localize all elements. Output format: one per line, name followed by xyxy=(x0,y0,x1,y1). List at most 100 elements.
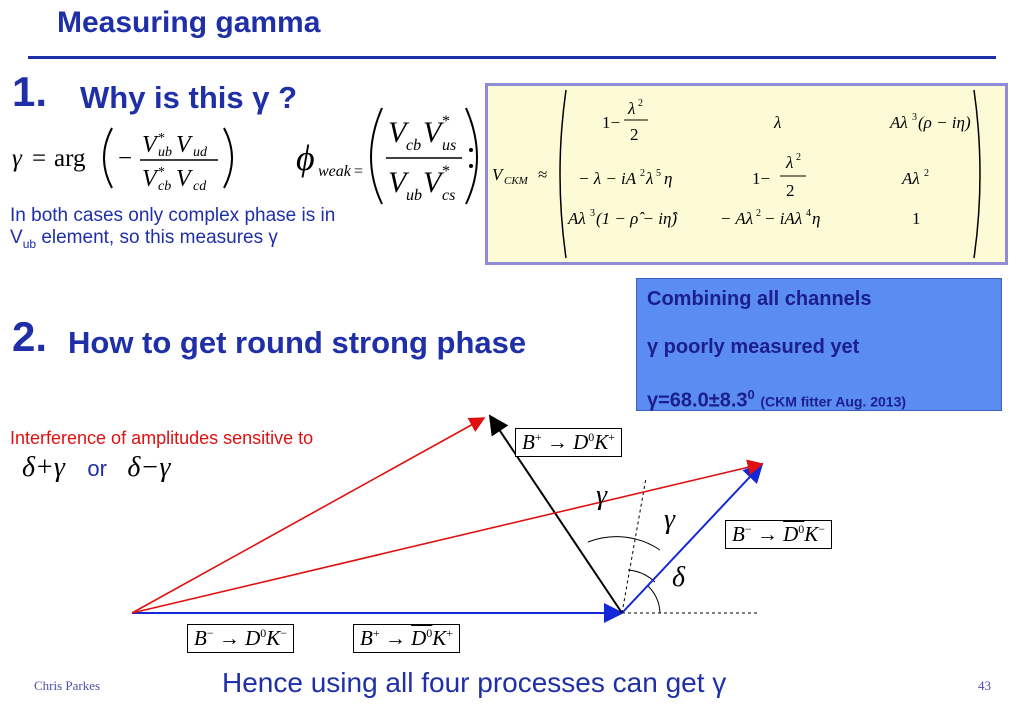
svg-text:CKM: CKM xyxy=(504,175,529,187)
section2-number: 2. xyxy=(12,313,48,360)
phi-symbol: ϕ xyxy=(296,138,315,178)
section1-note-line1: In both cases only complex phase is in xyxy=(10,205,336,226)
gamma-arg-formula: γ = arg − V * ub V ud V * cb V cd xyxy=(12,127,233,194)
svg-text:3: 3 xyxy=(590,208,595,219)
vector-red-upper xyxy=(131,417,486,614)
svg-text:=: = xyxy=(354,163,363,180)
interference-text: Interference of amplitudes sensitive to xyxy=(10,428,314,448)
svg-text:− λ − iA: − λ − iA xyxy=(578,169,637,188)
svg-text:4: 4 xyxy=(806,208,811,219)
svg-text:λ: λ xyxy=(785,153,793,172)
svg-text:cb: cb xyxy=(406,137,421,154)
svg-text:η: η xyxy=(664,169,672,188)
svg-text:2: 2 xyxy=(756,208,761,219)
svg-text:Aλ: Aλ xyxy=(889,113,908,132)
combine-line3: γ=68.0±8.30 (CKM fitter Aug. 2013) xyxy=(647,387,907,412)
svg-text:2: 2 xyxy=(638,98,643,109)
svg-text:V: V xyxy=(423,116,445,149)
svg-text:ud: ud xyxy=(193,145,208,160)
svg-text:Aλ: Aλ xyxy=(901,169,920,188)
interference-combinations: δ+γ or δ−γ xyxy=(22,452,170,484)
svg-text:5: 5 xyxy=(656,168,661,179)
process-bplus-d0bar-kplus: B+ → D0K+ xyxy=(353,624,461,653)
section1-heading: Why is this γ ? xyxy=(80,80,298,115)
svg-text:2: 2 xyxy=(796,152,801,163)
delta-minus-gamma: δ−γ xyxy=(127,452,171,483)
page-title: Measuring gamma xyxy=(57,6,321,39)
svg-text:cs: cs xyxy=(442,187,455,204)
combine-line2: γ poorly measured yet xyxy=(647,336,860,358)
gamma-arc-outer xyxy=(587,536,661,551)
or-label: or xyxy=(87,456,107,481)
svg-text:=: = xyxy=(32,145,46,172)
section1-number: 1. xyxy=(12,68,48,115)
combine-line1: Combining all channels xyxy=(647,288,872,310)
svg-text:us: us xyxy=(442,137,456,154)
svg-text:λ: λ xyxy=(645,169,653,188)
svg-text:2: 2 xyxy=(630,125,639,144)
svg-text:V: V xyxy=(388,116,410,149)
process-bminus-d0-kminus: B− → D0K− xyxy=(187,624,295,653)
section1-note-line2: Vub element, so this measures γ xyxy=(10,227,278,251)
svg-text:1: 1 xyxy=(912,209,921,228)
svg-text:λ: λ xyxy=(627,99,635,118)
delta-arc xyxy=(647,585,661,614)
svg-text:V: V xyxy=(388,166,410,199)
vector-b-plus-d0k xyxy=(488,414,623,614)
svg-text:V: V xyxy=(176,132,193,158)
svg-text:*: * xyxy=(158,165,165,180)
svg-text:3: 3 xyxy=(912,112,917,123)
svg-text:V: V xyxy=(423,166,445,199)
svg-text:− iAλ: − iAλ xyxy=(764,209,802,228)
title-divider xyxy=(28,56,996,59)
svg-text:λ: λ xyxy=(773,113,781,132)
svg-text:weak: weak xyxy=(318,163,352,180)
svg-text:1−: 1− xyxy=(602,113,620,132)
delta-plus-gamma: δ+γ xyxy=(22,452,65,483)
footer-summary: Hence using all four processes can get γ xyxy=(222,667,727,698)
footer-author: Chris Parkes xyxy=(34,678,101,693)
dashed-vertical xyxy=(621,477,647,614)
vector-b-minus-d0bar-k xyxy=(621,462,764,614)
right-paren xyxy=(223,127,233,189)
svg-text:2: 2 xyxy=(924,168,929,179)
svg-text:ub: ub xyxy=(158,145,172,160)
angle-delta: δ xyxy=(672,562,686,593)
svg-text:η: η xyxy=(812,209,820,228)
phi-weak-formula: ϕ weak = V cb V * us V ub V * cs xyxy=(296,107,478,205)
svg-text:2: 2 xyxy=(786,181,795,200)
svg-text:cb: cb xyxy=(158,179,171,194)
svg-text:(1 − ρ̂ − iη̂): (1 − ρ̂ − iη̂) xyxy=(596,209,678,228)
svg-text:cd: cd xyxy=(193,179,207,194)
section1-note: In both cases only complex phase is in V… xyxy=(10,205,335,255)
gamma-arc-inner xyxy=(627,569,656,583)
gamma-symbol: γ xyxy=(12,145,23,172)
combining-channels-box: Combining all channels γ poorly measured… xyxy=(636,278,1002,412)
process-bminus-d0bar-kminus: B− → D0K− xyxy=(725,520,833,549)
svg-text:V: V xyxy=(176,166,193,192)
ckm-symbol: V xyxy=(492,165,505,184)
svg-text:≈: ≈ xyxy=(538,165,547,184)
process-bplus-d0-kplus: B+ → D0K+ xyxy=(515,428,623,457)
svg-text:V: V xyxy=(142,132,159,158)
svg-text:ub: ub xyxy=(406,187,422,204)
svg-text:1−: 1− xyxy=(752,169,770,188)
svg-text:2: 2 xyxy=(640,168,645,179)
svg-text:− Aλ: − Aλ xyxy=(720,209,753,228)
section2-heading: How to get round strong phase xyxy=(68,325,527,360)
svg-text:−: − xyxy=(118,145,132,172)
svg-text:V: V xyxy=(142,166,159,192)
angle-gamma-lower: γ xyxy=(664,504,676,535)
amplitude-vector-diagram: γ γ δ xyxy=(131,414,764,623)
ckm-matrix-box: V CKM ≈ 1− λ 2 2 λ Aλ 3 (ρ − iη) − λ − i… xyxy=(485,83,1008,265)
svg-text:*: * xyxy=(158,131,165,146)
ckm-matrix: V CKM ≈ 1− λ 2 2 λ Aλ 3 (ρ − iη) − λ − i… xyxy=(492,89,981,259)
angle-gamma-upper: γ xyxy=(596,480,608,511)
left-paren xyxy=(103,127,113,189)
svg-text:(ρ − iη): (ρ − iη) xyxy=(918,113,971,132)
svg-text:*: * xyxy=(442,163,450,180)
svg-text:*: * xyxy=(442,113,450,130)
vector-red-lower xyxy=(131,459,764,614)
svg-text:Aλ: Aλ xyxy=(567,209,586,228)
page-number: 43 xyxy=(978,678,991,693)
